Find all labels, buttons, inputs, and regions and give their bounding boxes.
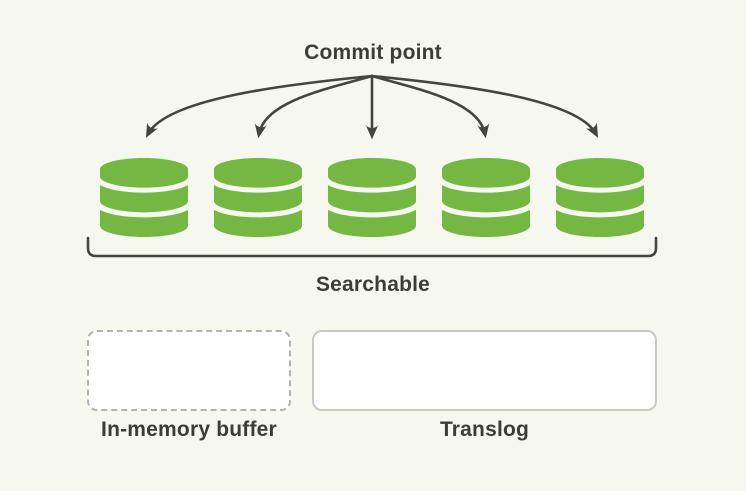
- database-icon: [442, 158, 530, 237]
- fanout-arrow-1: [145, 74, 374, 138]
- fanout-arrow-4: [370, 74, 490, 139]
- in-memory-buffer-box: [87, 330, 291, 411]
- in-memory-buffer-label: In-memory buffer: [101, 418, 277, 441]
- database-icon: [556, 158, 644, 237]
- searchable-label: Searchable: [315, 273, 431, 296]
- database-icon: [100, 158, 188, 237]
- database-icon: [328, 158, 416, 237]
- fanout-arrow-5: [370, 74, 599, 138]
- database-icon: [214, 158, 302, 237]
- fanout-arrow-2: [254, 74, 374, 139]
- translog-label: Translog: [439, 418, 530, 441]
- segment-row: [100, 158, 644, 237]
- bracket: [86, 236, 658, 258]
- translog-box: [312, 330, 657, 411]
- commit-point-label: Commit point: [304, 41, 442, 64]
